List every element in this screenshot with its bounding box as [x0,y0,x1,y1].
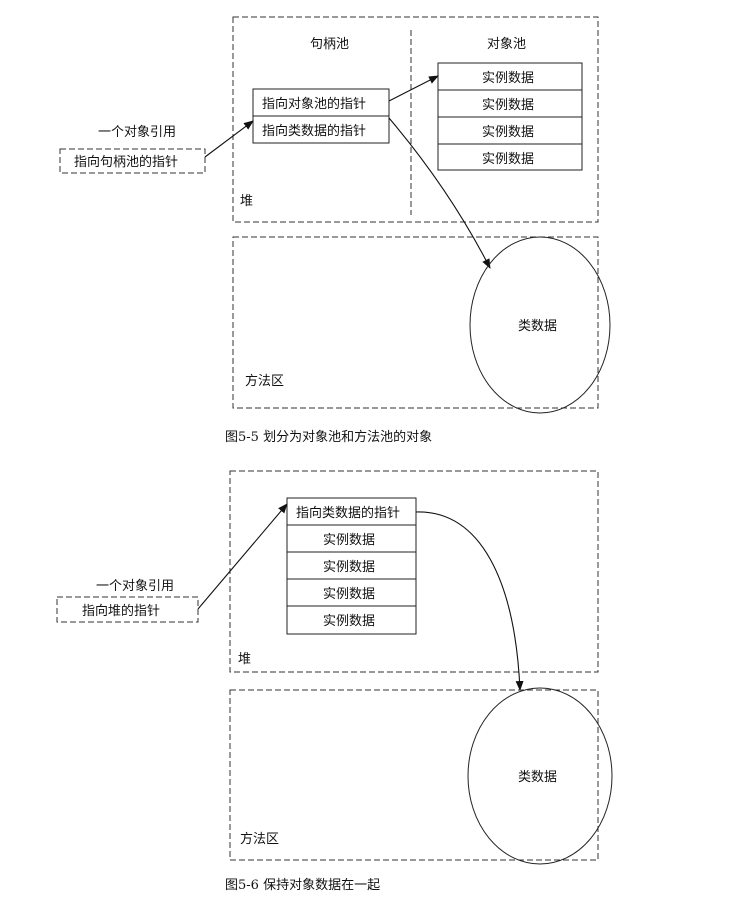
object-row: 实例数据 [323,533,375,548]
object-row: 指向类数据的指针 [296,505,400,521]
class-data-label: 类数据 [518,319,557,334]
heap-label: 堆 [238,652,251,667]
arrow-to-object [197,503,288,610]
object-pool-title: 对象池 [487,37,526,52]
arrow-to-class-data [388,117,491,269]
arrow-to-instance [388,75,439,102]
class-data-ellipse [467,687,613,865]
reference-box-text: 指向句柄池的指针 [74,154,178,170]
method-area-label: 方法区 [245,373,284,389]
instance-row: 实例数据 [482,125,534,140]
reference-box [56,596,199,623]
caption: 图5-6 保持对象数据在一起 [225,878,380,893]
handle-pool-title: 句柄池 [310,37,349,52]
heap-region [232,16,599,223]
heap-label: 堆 [240,194,253,209]
handle-row: 指向对象池的指针 [262,96,366,112]
object-box [286,497,417,635]
handle-row: 指向类数据的指针 [262,123,366,139]
instance-row: 实例数据 [482,71,534,86]
instance-row: 实例数据 [482,98,534,113]
object-row: 实例数据 [323,560,375,575]
method-area-region [232,236,599,409]
arrow-to-handle [204,120,254,158]
heap-region [229,470,599,673]
method-area-label: 方法区 [240,831,279,847]
reference-label: 一个对象引用 [98,125,176,140]
reference-label: 一个对象引用 [96,579,174,594]
reference-box-text: 指向堆的指针 [82,603,160,619]
arrow-to-class-data [415,511,524,691]
method-area-region [229,689,599,861]
figure-5-5: 句柄池 对象池 指向对象池的指针 指向类数据的指针 实例数据 实例数据 实例数据… [59,16,611,445]
object-row: 实例数据 [323,587,375,602]
figure-5-6: 指向类数据的指针 实例数据 实例数据 实例数据 实例数据 一个对象引用 指向堆的… [56,470,613,893]
class-data-label: 类数据 [518,770,557,785]
class-data-ellipse [469,236,611,414]
reference-box [59,148,206,174]
caption: 图5-5 划分为对象池和方法池的对象 [225,429,432,445]
instance-row: 实例数据 [482,152,534,167]
object-row: 实例数据 [323,614,375,629]
